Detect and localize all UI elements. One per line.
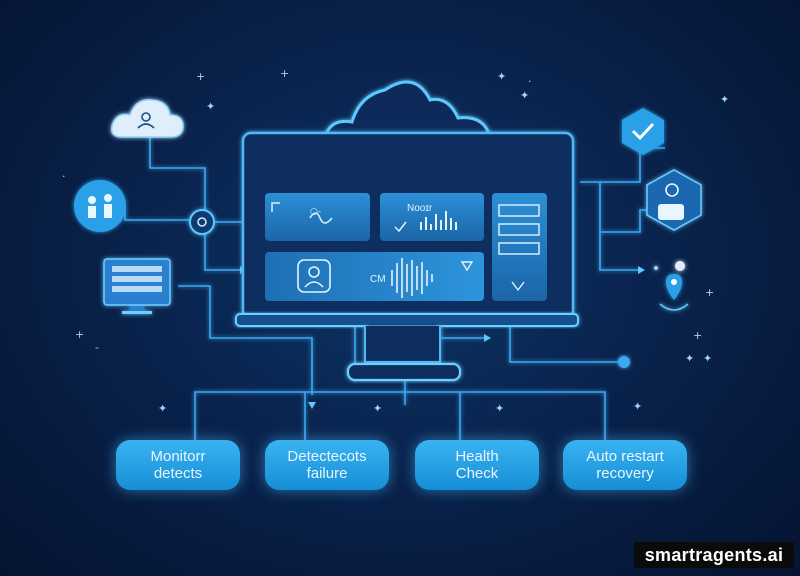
svg-text:+: +	[75, 328, 84, 341]
location-pin-icon	[654, 261, 689, 311]
user-avatar-icon	[297, 259, 331, 293]
svg-text:✦: ✦	[373, 402, 382, 415]
step-2-line-2: failure	[306, 465, 348, 482]
step-detect-failure: Detectecots failure	[265, 440, 389, 490]
step-3-line-2: Check	[455, 465, 499, 482]
step-monitor-detects: Monitorr detects	[116, 440, 240, 490]
step-health-check: Health Check	[415, 440, 539, 490]
svg-text:✦: ✦	[206, 100, 215, 113]
svg-text:✦: ✦	[720, 93, 729, 106]
step-2-line-1: Detectecots	[287, 448, 367, 465]
svg-text:+: +	[196, 70, 205, 83]
svg-text:○-: ○-	[310, 207, 321, 217]
shield-check-icon	[622, 108, 664, 155]
waveform-icon	[391, 258, 433, 298]
svg-text:✦: ✦	[633, 400, 642, 413]
node-dot	[618, 356, 630, 368]
svg-text:✦: ✦	[495, 402, 504, 415]
step-4-line-1: Auto restart	[586, 448, 664, 465]
svg-text:+: +	[693, 329, 702, 342]
step-1-line-1: Monitorr	[150, 448, 206, 465]
svg-text:✦: ✦	[685, 352, 694, 365]
svg-text:✦: ✦	[703, 352, 712, 365]
svg-text:✦: ✦	[520, 89, 529, 102]
svg-text:-: -	[95, 341, 99, 354]
gear-icon	[189, 209, 215, 235]
svg-text:+: +	[705, 286, 714, 299]
watermark: smartragents.ai	[634, 542, 794, 568]
screen-panel-top-center: Nooɪr	[380, 193, 484, 241]
svg-text:✦: ✦	[497, 70, 506, 83]
svg-text:·: ·	[62, 170, 66, 183]
panel-top-center-text: Nooɪr	[407, 203, 433, 214]
bar-chart-icon	[420, 211, 457, 230]
screen-panel-wide: CM	[265, 252, 484, 301]
step-1-line-2: detects	[153, 465, 203, 482]
screen-panel-right-list	[492, 193, 547, 301]
svg-text:+: +	[280, 67, 289, 80]
svg-text:✦: ✦	[158, 402, 167, 415]
team-icon	[74, 180, 126, 232]
sparkles: ++✦ ✦✦· ✦+- ✦✦✦ ✦++ ✦✦·	[62, 67, 729, 415]
small-cloud-icon	[110, 99, 184, 138]
step-auto-restart: Auto restart recovery	[563, 440, 687, 490]
step-4-line-2: recovery	[596, 465, 654, 482]
screen-panel-left: ○-	[265, 193, 370, 241]
step-3-line-1: Health	[455, 448, 499, 465]
server-icon	[103, 258, 171, 314]
panel-wide-text: CM	[370, 274, 386, 285]
svg-text:·: ·	[528, 75, 532, 88]
shield-user-icon	[646, 169, 702, 231]
